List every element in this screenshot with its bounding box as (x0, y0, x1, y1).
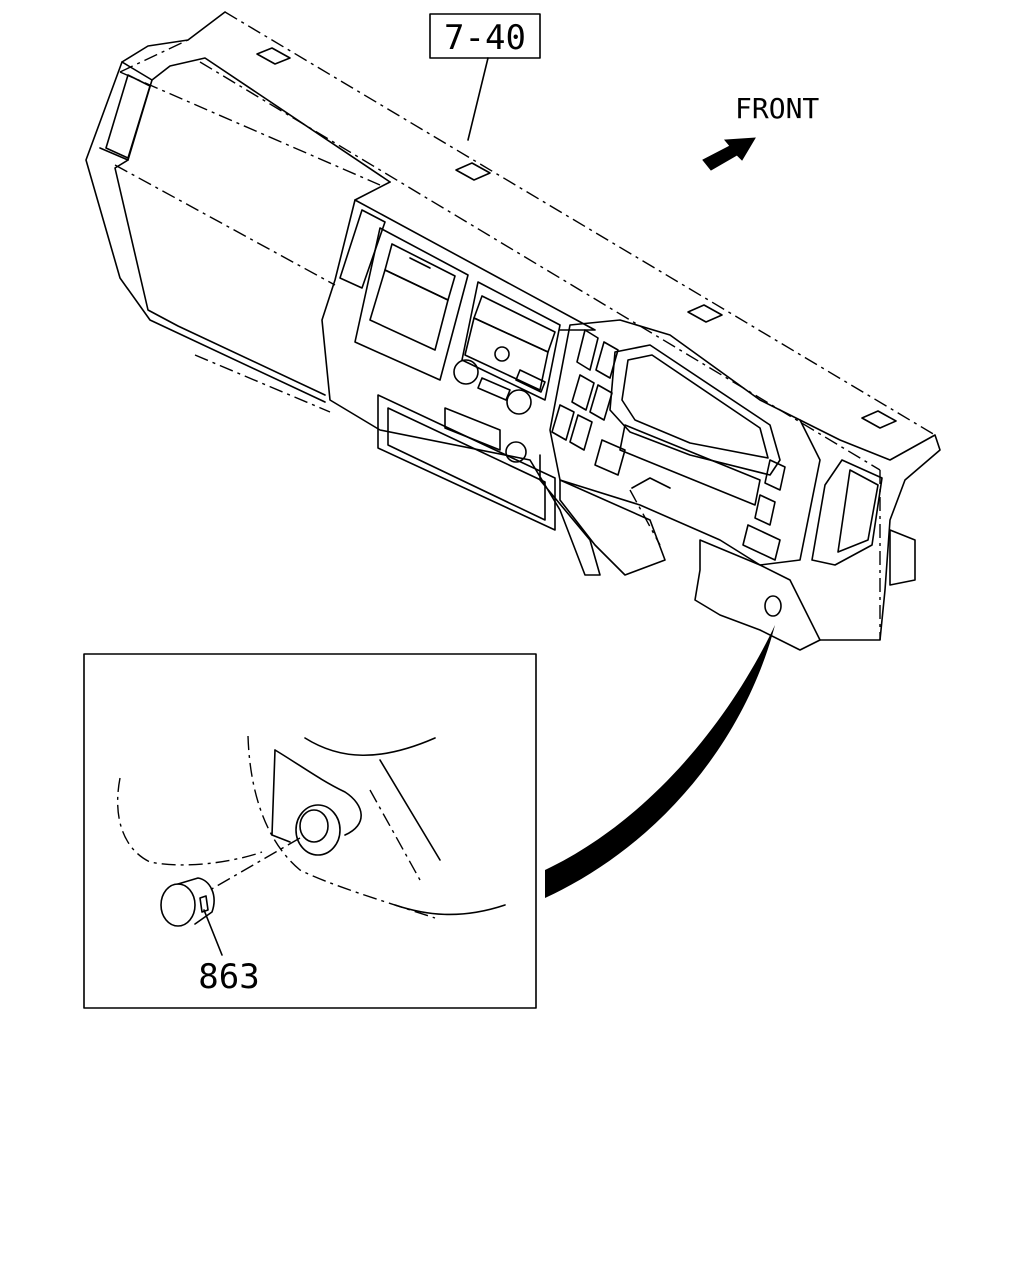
front-direction-indicator: FRONT (702, 92, 819, 171)
detail-inset: 863 (83, 653, 537, 1009)
detail-callout-pointer (545, 625, 775, 898)
part-leader-line (203, 909, 223, 956)
plug-part (160, 877, 215, 927)
reference-label-box: 7-40 (429, 13, 541, 141)
reference-leader-line (467, 57, 489, 141)
front-label: FRONT (735, 92, 819, 125)
instrument-panel-assembly (85, 11, 941, 651)
part-number-label: 863 (198, 957, 259, 997)
mounting-hole (295, 804, 341, 856)
front-arrow-icon (702, 137, 756, 171)
reference-label: 7-40 (444, 18, 526, 58)
